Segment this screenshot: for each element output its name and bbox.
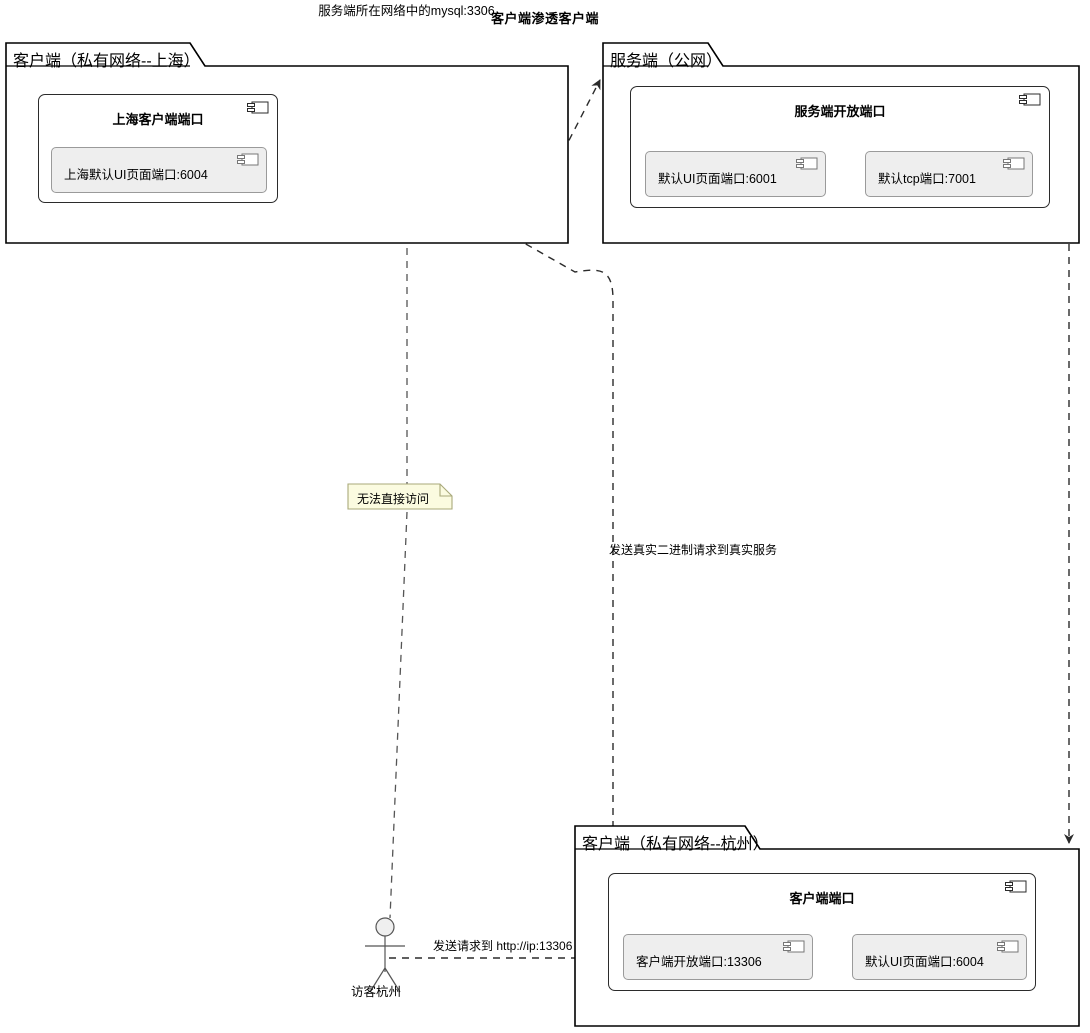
edge-label-visitor-request: 发送请求到 http://ip:13306 xyxy=(433,939,573,953)
mysql-node[interactable]: 服务端所在网络中的mysql:3306 xyxy=(288,0,525,196)
component-shanghai-client-port[interactable]: 上海客户端端口 上海默认UI页面端口:6004 xyxy=(38,94,278,203)
port-client-open-port[interactable]: 客户端开放端口:13306 xyxy=(623,934,813,980)
component-icon xyxy=(1005,880,1027,893)
package-label-client-shanghai: 客户端（私有网络--上海） xyxy=(13,53,200,70)
port-hangzhou-ui-port[interactable]: 默认UI页面端口:6004 xyxy=(852,934,1027,980)
component-icon xyxy=(1003,157,1025,170)
edge-client-to-server xyxy=(562,79,601,153)
package-label-server-public: 服务端（公网） xyxy=(610,53,723,70)
note-no-direct-access: 无法直接访问 xyxy=(357,492,430,506)
edge-hangzhou-to-mysql xyxy=(444,197,614,945)
package-label-client-hangzhou: 客户端（私有网络--杭州） xyxy=(582,836,769,853)
port-label: 默认UI页面端口:6001 xyxy=(658,172,777,186)
port-label: 客户端开放端口:13306 xyxy=(636,955,762,969)
port-server-ui-port[interactable]: 默认UI页面端口:6001 xyxy=(645,151,826,197)
mysql-label: 服务端所在网络中的mysql:3306 xyxy=(318,4,495,18)
note-shape xyxy=(347,483,453,510)
component-title: 上海客户端端口 xyxy=(112,112,204,127)
edge-label-binary-request: 发送真实二进制请求到真实服务 xyxy=(609,543,778,557)
component-client-port[interactable]: 客户端端口 客户端开放端口:13306 默认UI页面端口:6004 xyxy=(608,873,1036,991)
port-label: 上海默认UI页面端口:6004 xyxy=(64,168,208,182)
component-icon xyxy=(796,157,818,170)
component-icon xyxy=(783,940,805,953)
component-icon xyxy=(237,153,259,166)
actor-label-visitor-hangzhou: 访客杭州 xyxy=(351,985,402,999)
actor-visitor-hangzhou xyxy=(365,917,405,993)
component-icon xyxy=(997,940,1019,953)
port-server-tcp-port[interactable]: 默认tcp端口:7001 xyxy=(865,151,1033,197)
port-label: 默认tcp端口:7001 xyxy=(878,172,976,186)
component-server-open-port[interactable]: 服务端开放端口 默认UI页面端口:6001 默认tcp端口:7001 xyxy=(630,86,1050,208)
component-title: 客户端端口 xyxy=(789,891,855,906)
component-title: 服务端开放端口 xyxy=(794,104,886,119)
component-icon xyxy=(1019,93,1041,106)
edge-mysql-to-visitor xyxy=(389,196,408,919)
port-label: 默认UI页面端口:6004 xyxy=(865,955,984,969)
port-shanghai-ui-port[interactable]: 上海默认UI页面端口:6004 xyxy=(51,147,267,193)
page-title: 客户端渗透客户端 xyxy=(490,11,599,26)
component-icon xyxy=(247,101,269,114)
